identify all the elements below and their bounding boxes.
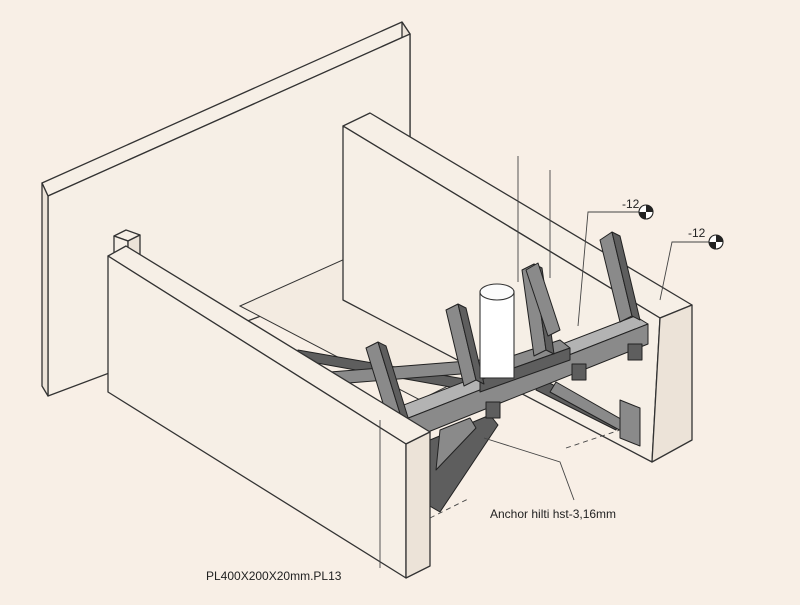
level-marker-1-label: -12 (622, 197, 640, 211)
plate-3 (627, 343, 643, 361)
post-2-flange (457, 303, 485, 385)
front-wall (107, 245, 431, 579)
cross-beam-web (479, 347, 571, 393)
plate-1 (485, 401, 501, 419)
anchor-label: Anchor hilti hst-3,16mm (490, 507, 616, 521)
brace-front-2 (435, 417, 477, 471)
front-wall-end (405, 431, 431, 579)
post-4 (525, 262, 561, 337)
post-5-flange (611, 231, 641, 321)
level-marker-1: -12 (577, 197, 654, 327)
level-marker-2: -12 (659, 226, 724, 301)
anchor-callout: Anchor hilti hst-3,16mm (483, 437, 616, 521)
plate-label: PL400X200X20mm.PL13 (206, 569, 342, 583)
level-marker-2-label: -12 (688, 226, 706, 240)
right-wall-end (651, 304, 693, 463)
back-wall-edge (41, 182, 49, 397)
pipe-cylinder (479, 283, 515, 379)
plate-callout: PL400X200X20mm.PL13 (206, 569, 342, 583)
wall-plate (619, 399, 641, 447)
dashed-line-1 (429, 497, 471, 519)
plate-2 (571, 363, 587, 381)
dashed-line-2 (565, 429, 621, 449)
